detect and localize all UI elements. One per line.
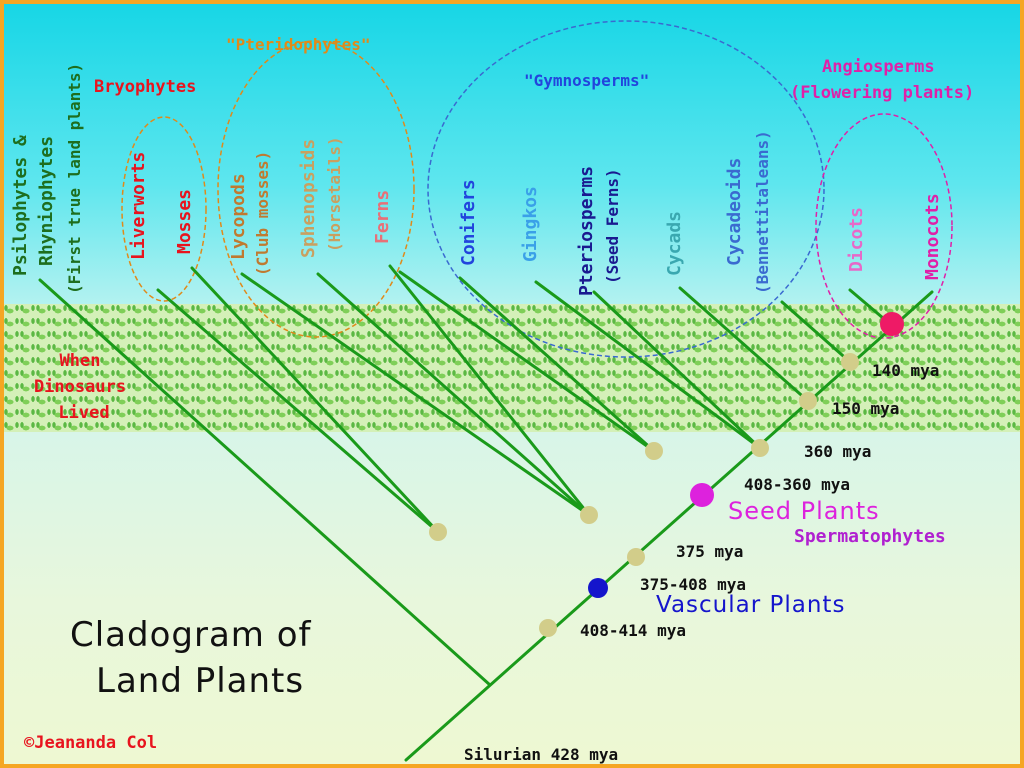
node-label-silurian: Silurian 428 mya bbox=[464, 745, 618, 764]
main-stem bbox=[404, 290, 934, 762]
node-label-140: 140 mya bbox=[872, 361, 939, 380]
node-408-414-mya bbox=[539, 619, 557, 637]
branch-ferns bbox=[388, 264, 591, 517]
node-bryophytes bbox=[429, 523, 447, 541]
taxon-liverworts: Liverworts bbox=[128, 152, 149, 260]
taxon-bennettitaleans: (Bennettitaleans) bbox=[753, 130, 772, 294]
label-gymnosperms: "Gymnosperms" bbox=[524, 71, 649, 90]
taxon-gingkos: Gingkos bbox=[520, 186, 541, 262]
bryophytes-ellipse bbox=[121, 116, 207, 302]
credit: ©Jeananda Col bbox=[24, 733, 157, 753]
taxon-lycopods: Lycopods bbox=[228, 173, 249, 260]
diagram-canvas: "Pteridophytes" Bryophytes "Gymnosperms"… bbox=[4, 4, 1020, 764]
dino-note-line2: Dinosaurs bbox=[34, 377, 126, 397]
taxon-conifers: Conifers bbox=[458, 179, 479, 266]
seed-plants-label: Seed Plants bbox=[728, 497, 880, 525]
branch-sphenopsids bbox=[316, 272, 591, 517]
node-angiosperms bbox=[880, 312, 904, 336]
taxon-monocots: Monocots bbox=[922, 193, 943, 280]
node-pteridophytes bbox=[580, 506, 598, 524]
label-angiosperms: Angiosperms bbox=[822, 57, 935, 77]
taxon-pteriosperms: Pteriosperms bbox=[576, 166, 597, 296]
taxon-dicots: Dicots bbox=[846, 207, 867, 272]
branch-psilophytes bbox=[38, 278, 492, 687]
node-408-360-mya bbox=[645, 442, 663, 460]
taxon-cycads: Cycads bbox=[664, 211, 685, 276]
branch-cycads bbox=[592, 290, 762, 450]
taxon-sphenopsids: Sphenopsids bbox=[298, 139, 319, 258]
branch-liverworts bbox=[156, 288, 440, 534]
taxon-ferns: Ferns bbox=[372, 190, 393, 244]
label-flowering-plants: (Flowering plants) bbox=[790, 83, 974, 103]
node-label-375-408: 375-408 mya bbox=[640, 575, 746, 594]
dino-note-line1: When bbox=[60, 351, 101, 371]
node-label-150: 150 mya bbox=[832, 399, 899, 418]
node-vascular-plants bbox=[588, 578, 608, 598]
taxon-seed-ferns: (Seed Ferns) bbox=[603, 168, 622, 284]
title-line1: Cladogram of bbox=[70, 615, 312, 655]
taxon-psilophytes: Psilophytes & bbox=[10, 135, 31, 276]
node-label-408-414: 408-414 mya bbox=[580, 621, 686, 640]
branch-pteriosperms bbox=[534, 280, 762, 450]
taxon-first-true-land-plants: (First true land plants) bbox=[65, 63, 84, 294]
taxon-horsetails: (Horsetails) bbox=[325, 136, 344, 252]
branch-dicots bbox=[780, 300, 852, 364]
node-140-mya bbox=[841, 353, 859, 371]
dino-note-line3: Lived bbox=[58, 403, 109, 423]
taxon-rhyniophytes: Rhyniophytes bbox=[36, 136, 57, 266]
node-375-mya bbox=[627, 548, 645, 566]
taxon-mosses: Mosses bbox=[174, 189, 195, 254]
node-360-mya bbox=[751, 439, 769, 457]
taxon-club-mosses: (Club mosses) bbox=[253, 151, 272, 276]
node-label-408-360: 408-360 mya bbox=[744, 475, 850, 494]
branch-conifers bbox=[398, 270, 656, 453]
label-bryophytes: Bryophytes bbox=[94, 77, 196, 97]
node-label-360: 360 mya bbox=[804, 442, 871, 461]
vascular-plants-label: Vascular Plants bbox=[656, 592, 845, 618]
branch-gingkos bbox=[458, 276, 656, 453]
node-seed-plants bbox=[690, 483, 714, 507]
branch-cycadeoids bbox=[678, 286, 810, 403]
spermatophytes-label: Spermatophytes bbox=[794, 526, 946, 547]
angiosperms-ellipse bbox=[815, 113, 953, 339]
node-label-375: 375 mya bbox=[676, 542, 743, 561]
title-line2: Land Plants bbox=[96, 661, 304, 701]
label-pteridophytes: "Pteridophytes" bbox=[226, 35, 371, 54]
pteridophytes-ellipse bbox=[217, 40, 415, 338]
branch-lycopods bbox=[240, 272, 591, 517]
gymnosperms-ellipse bbox=[427, 20, 825, 358]
taxon-cycadeoids: Cycadeoids bbox=[724, 158, 745, 266]
node-150-mya bbox=[799, 392, 817, 410]
cladogram-svg: "Pteridophytes" Bryophytes "Gymnosperms"… bbox=[10, 20, 974, 764]
branch-mosses bbox=[190, 266, 440, 534]
